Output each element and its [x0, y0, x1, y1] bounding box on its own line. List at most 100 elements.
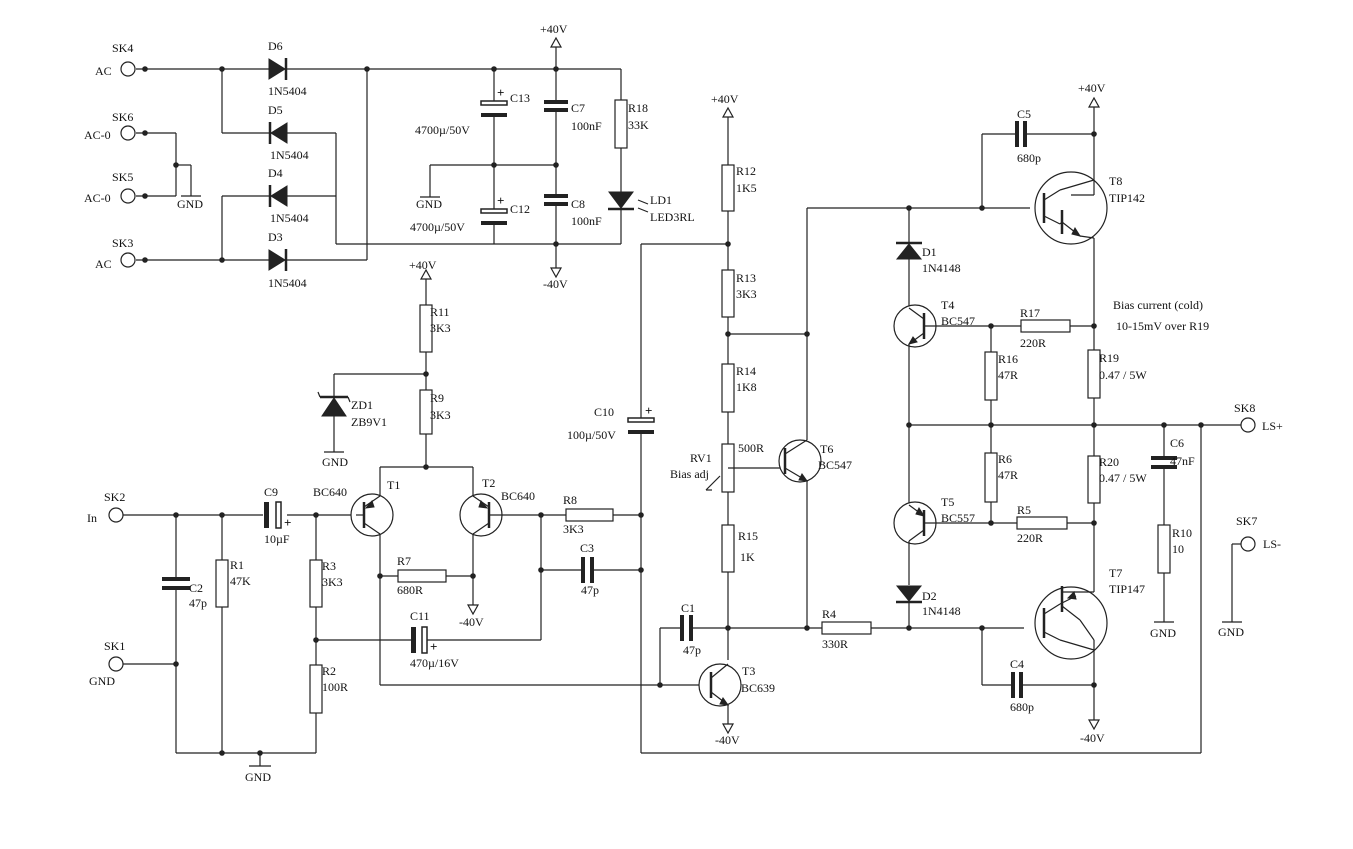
label-gnd-input: GND — [245, 770, 271, 784]
label-r14-value: 1K8 — [736, 380, 757, 394]
diode-d6 — [268, 58, 288, 80]
pot-wiper — [705, 475, 721, 491]
label-c9-value: 10µF — [264, 532, 290, 546]
label-neg40-vas: -40V — [715, 733, 740, 747]
resistor-r1 — [215, 559, 229, 608]
diode-d3 — [268, 249, 288, 271]
label-c10-ref: C10 — [594, 405, 614, 419]
label-c9-ref: C9 — [264, 485, 278, 499]
label-pos40-out: +40V — [1078, 81, 1106, 95]
label-sk3-ref: SK3 — [112, 236, 133, 250]
label-r6-value: 47R — [998, 468, 1018, 482]
output-stage-section — [807, 96, 1242, 731]
label-r20-value: 0.47 / 5W — [1099, 471, 1147, 485]
label-c13-value: 4700µ/50V — [415, 123, 470, 137]
label-r7-ref: R7 — [397, 554, 411, 568]
capacitor-c8 — [544, 194, 568, 206]
label-r13-ref: R13 — [736, 271, 756, 285]
label-sk7-net: LS- — [1263, 537, 1281, 551]
capacitor-c3 — [581, 557, 594, 583]
label-neg40-ltp: -40V — [459, 615, 484, 629]
svg-text:+: + — [497, 85, 504, 100]
label-d1-ref: D1 — [922, 245, 937, 259]
transistor-t1 — [350, 493, 394, 537]
label-gnd-zener: GND — [322, 455, 348, 469]
label-sk4-net: AC — [95, 64, 112, 78]
label-r16-ref: R16 — [998, 352, 1018, 366]
label-d4-value: 1N5404 — [270, 211, 309, 225]
connector-sk4 — [120, 61, 136, 77]
label-t3-ref: T3 — [742, 664, 755, 678]
connector-sk7 — [1240, 536, 1256, 552]
label-r13-value: 3K3 — [736, 287, 757, 301]
input-stage-section — [123, 268, 711, 767]
resistor-r8 — [565, 508, 614, 522]
transistor-t8 — [1034, 171, 1108, 245]
label-d5-ref: D5 — [268, 103, 283, 117]
diode-d4 — [268, 185, 288, 207]
label-r14-ref: R14 — [736, 364, 756, 378]
resistor-r6 — [984, 452, 998, 503]
label-r2-value: 100R — [322, 680, 348, 694]
diode-d1 — [895, 241, 923, 260]
label-r2-ref: R2 — [322, 664, 336, 678]
connector-sk6 — [120, 125, 136, 141]
capacitor-c4 — [1011, 672, 1023, 698]
label-r1-value: 47K — [230, 574, 251, 588]
svg-text:+: + — [497, 193, 504, 208]
label-ld1-value: LED3RL — [650, 210, 695, 224]
capacitor-c2 — [162, 577, 190, 590]
label-t5-ref: T5 — [941, 495, 954, 509]
label-zd1-ref: ZD1 — [351, 398, 373, 412]
label-r8-value: 3K3 — [563, 522, 584, 536]
label-c1-ref: C1 — [681, 601, 695, 615]
label-c13-ref: C13 — [510, 91, 530, 105]
capacitor-c9 — [264, 501, 282, 529]
diode-d5 — [268, 122, 288, 144]
capacitor-c1 — [680, 615, 693, 641]
label-t5-value: BC557 — [941, 511, 975, 525]
capacitor-c5 — [1015, 121, 1027, 147]
label-r11-value: 3K3 — [430, 321, 451, 335]
resistor-r12 — [721, 164, 735, 212]
label-d3-value: 1N5404 — [268, 276, 307, 290]
label-r17-value: 220R — [1020, 336, 1046, 350]
polarity-marks: + + + + + — [284, 85, 652, 654]
label-c5-value: 680p — [1017, 151, 1041, 165]
label-t6-value: BC547 — [818, 458, 852, 472]
label-c8-value: 100nF — [571, 214, 602, 228]
label-r15-value: 1K — [740, 550, 755, 564]
label-c7-value: 100nF — [571, 119, 602, 133]
label-r5-ref: R5 — [1017, 503, 1031, 517]
connector-sk8 — [1240, 417, 1256, 433]
capacitor-c10 — [627, 417, 655, 434]
connector-sk2 — [108, 507, 124, 523]
label-r15-ref: R15 — [738, 529, 758, 543]
label-r3-ref: R3 — [322, 559, 336, 573]
label-r16-value: 47R — [998, 368, 1018, 382]
label-t2-ref: T2 — [482, 476, 495, 490]
label-rv1-ref: RV1 — [690, 451, 712, 465]
connector-sk3 — [120, 252, 136, 268]
label-r9-ref: R9 — [430, 391, 444, 405]
label-bias-title: Bias current (cold) — [1113, 298, 1203, 312]
resistor-r16 — [984, 351, 998, 401]
label-t8-ref: T8 — [1109, 174, 1122, 188]
power-supply-section — [136, 36, 649, 279]
label-gnd-caps: GND — [416, 197, 442, 211]
label-c1-value: 47p — [683, 643, 701, 657]
label-c3-ref: C3 — [580, 541, 594, 555]
label-t1-value: BC640 — [313, 485, 347, 499]
label-r11-ref: R11 — [430, 305, 450, 319]
label-gnd-ls: GND — [1218, 625, 1244, 639]
label-t4-value: BC547 — [941, 314, 975, 328]
label-c10-value: 100µ/50V — [567, 428, 616, 442]
label-r7-value: 680R — [397, 583, 423, 597]
label-neg40-out: -40V — [1080, 731, 1105, 745]
label-r10-ref: R10 — [1172, 526, 1192, 540]
label-d1-value: 1N4148 — [922, 261, 961, 275]
label-c4-value: 680p — [1010, 700, 1034, 714]
label-pos40-ps: +40V — [540, 22, 568, 36]
label-gnd-ps: GND — [177, 197, 203, 211]
label-sk6-net: AC-0 — [84, 128, 111, 142]
